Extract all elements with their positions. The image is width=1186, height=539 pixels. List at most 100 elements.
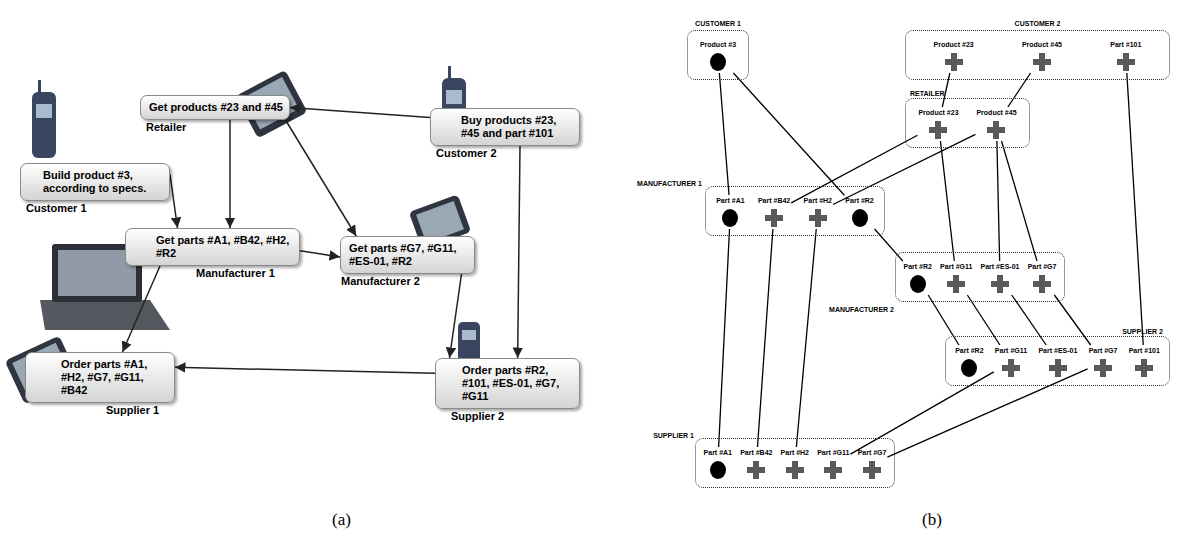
cross-symbol [928, 120, 948, 140]
cross-symbol [944, 52, 964, 72]
message-text: Order parts #R2, #101, #ES-01, #G7, #G11 [462, 364, 573, 403]
part-link [833, 134, 975, 204]
actor-name: Customer 1 [26, 202, 87, 215]
message-box: Order parts #A1, #H2, #G7, #G11, #B42Sup… [25, 352, 175, 403]
part-label: Part #A1 [704, 448, 732, 457]
group-heading: MANUFACTURER 2 [829, 305, 894, 314]
actor-name: Customer 2 [436, 147, 497, 160]
flow-arrow [518, 146, 520, 358]
part-link [1012, 295, 1046, 345]
part-label: Part #G11 [995, 346, 1027, 355]
circle-symbol [850, 208, 870, 228]
panel-label: (b) [922, 510, 942, 530]
part-label: Part #R2 [955, 346, 983, 355]
part-label: Product #45 [1022, 40, 1062, 49]
part-item: Part #G7 [858, 448, 887, 480]
actor-group: MANUFACTURER 1Part #A1Part #B42Part #H2P… [705, 186, 885, 236]
actor-group: CUSTOMER 2Product #23Product #45Part #10… [905, 30, 1170, 80]
actor-group: CUSTOMER 1Product #3 [687, 30, 749, 80]
part-link [733, 73, 844, 195]
group-heading: MANUFACTURER 1 [637, 179, 702, 188]
part-link [887, 369, 1087, 457]
cross-symbol [1001, 358, 1021, 378]
group-heading: SUPPLIER 2 [1122, 327, 1163, 336]
part-item: Product #23 [918, 108, 958, 140]
part-link [928, 295, 959, 345]
part-link [719, 229, 730, 447]
flow-arrow [290, 108, 430, 118]
part-label: Part #G11 [817, 448, 849, 457]
part-label: Part #B42 [758, 196, 790, 205]
flow-arrow [300, 251, 340, 257]
group-heading: RETAILER [910, 89, 944, 98]
part-item: Part #B42 [758, 196, 790, 228]
part-item: Part #B42 [740, 448, 772, 480]
part-link [757, 229, 772, 447]
part-link [719, 73, 729, 195]
flow-arrow [450, 274, 462, 358]
part-link [796, 229, 816, 447]
message-box: Build product #3, according to specs.Cus… [20, 163, 170, 201]
message-text: Order parts #A1, #H2, #G7, #G11, #B42 [61, 358, 168, 397]
flow-arrow [123, 266, 161, 352]
flow-arrow [170, 174, 178, 228]
circle-symbol [708, 52, 728, 72]
part-label: Part #G7 [858, 448, 887, 457]
part-link [997, 141, 1000, 261]
circle-symbol [708, 460, 728, 480]
flow-arrow [175, 367, 435, 373]
part-item: Product #23 [934, 40, 974, 72]
cross-symbol [986, 120, 1006, 140]
cross-symbol [946, 274, 966, 294]
part-item: Part #H2 [781, 448, 809, 480]
actor-name: Supplier 1 [106, 404, 159, 417]
cross-symbol [862, 460, 882, 480]
circle-symbol [908, 274, 928, 294]
part-item: Part #101 [1110, 40, 1141, 72]
part-label: Part #G7 [1089, 346, 1118, 355]
actor-group: SUPPLIER 1Part #A1Part #B42Part #H2Part … [695, 438, 895, 488]
actor-name: Supplier 2 [451, 410, 504, 423]
panel-label: (a) [332, 510, 351, 530]
flow-arrow [229, 120, 231, 228]
part-item: Product #3 [700, 40, 736, 72]
circle-symbol [720, 208, 740, 228]
part-link [967, 295, 1000, 345]
part-label: Part #ES-01 [1038, 346, 1077, 355]
cross-symbol [1116, 52, 1136, 72]
cross-symbol [1032, 52, 1052, 72]
part-item: Part #ES-01 [1038, 346, 1077, 378]
part-link [1008, 73, 1031, 107]
cross-symbol [1134, 358, 1154, 378]
part-item: Part #G11 [940, 262, 972, 294]
part-item: Part #R2 [845, 196, 873, 228]
part-label: Part #G11 [940, 262, 972, 271]
group-heading: CUSTOMER 1 [695, 19, 741, 28]
part-label: Part #G7 [1028, 262, 1057, 271]
part-label: Product #23 [934, 40, 974, 49]
message-text: Build product #3, according to specs. [43, 169, 163, 195]
cross-symbol [823, 460, 843, 480]
part-item: Part #A1 [704, 448, 732, 480]
phone-icon [32, 80, 56, 158]
cross-symbol [1048, 358, 1068, 378]
flow-arrow [286, 120, 357, 236]
part-label: Part #B42 [740, 448, 772, 457]
part-label: Part #R2 [845, 196, 873, 205]
group-heading: CUSTOMER 2 [1015, 19, 1061, 28]
part-item: Part #G11 [995, 346, 1027, 378]
part-item: Part #G7 [1028, 262, 1057, 294]
cross-symbol [808, 208, 828, 228]
message-box: Buy products #23, #45 and part #101Custo… [430, 108, 580, 146]
part-item: Part #R2 [955, 346, 983, 378]
actor-name: Retailer [146, 121, 186, 134]
actor-group: SUPPLIER 2Part #R2Part #G11Part #ES-01Pa… [945, 336, 1170, 386]
part-label: Part #101 [1110, 40, 1141, 49]
actor-group: MANUFACTURER 2Part #R2Part #G11Part #ES-… [895, 252, 1065, 302]
part-label: Product #23 [918, 108, 958, 117]
cross-symbol [746, 460, 766, 480]
part-label: Part #ES-01 [981, 262, 1020, 271]
circle-symbol [959, 358, 979, 378]
message-box: Get products #23 and #45Retailer [140, 95, 290, 120]
part-item: Part #G11 [817, 448, 849, 480]
